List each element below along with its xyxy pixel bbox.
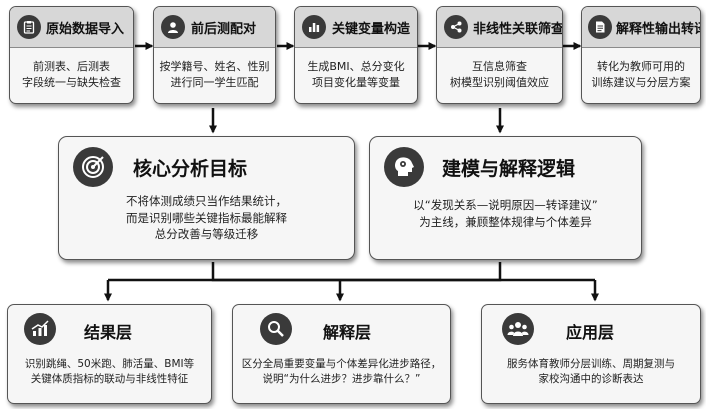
apply-layer-text: 服务体育教师分层训练、周期复测与家校沟通中的诊断表达 xyxy=(507,358,675,386)
apply-layer-box: 应用层 服务体育教师分层训练、周期复测与家校沟通中的诊断表达 xyxy=(481,304,701,404)
explain-layer-box: 解释层 区分全局重要变量与个体差异化进步路径，说明“为什么进步？进步靠什么？” xyxy=(232,304,451,404)
user-icon xyxy=(161,15,185,39)
share-nodes-icon xyxy=(444,15,468,39)
step-box-data-import: 原始数据导入 前测表、后测表字段统一与缺失检查 xyxy=(9,6,134,104)
step-title: 解释性输出转译 xyxy=(616,22,701,37)
document-icon xyxy=(588,15,612,39)
step-title: 原始数据导入 xyxy=(46,22,125,37)
step-box-nonlinear: 非线性关联筛查 互信息筛查树模型识别阈值效应 xyxy=(436,6,563,104)
result-layer-text: 识别跳绳、50米跑、肺活量、BMI等关键体质指标的联动与非线性特征 xyxy=(24,358,195,386)
apply-layer-title: 应用层 xyxy=(566,323,615,342)
step-text: 生成BMI、总分变化项目变化量等变量 xyxy=(307,60,405,89)
step-text: 转化为教师可用的训练建议与分层方案 xyxy=(591,60,691,89)
core-goal-text: 不将体测成绩只当作结果统计，而是识别哪些关键指标最能解释总分改善与等级迁移 xyxy=(126,194,287,242)
step-text: 前测表、后测表字段统一与缺失检查 xyxy=(22,60,121,89)
step-title: 前后测配对 xyxy=(191,22,257,37)
magnifier-icon xyxy=(260,313,292,345)
bar-chart-icon xyxy=(302,15,326,39)
step-title: 非线性关联筛查 xyxy=(473,22,563,37)
modeling-logic-box: 建模与解释逻辑 以“发现关系—说明原因—转译建议”为主线，兼顾整体规律与个体差异 xyxy=(369,136,642,260)
core-goal-title: 核心分析目标 xyxy=(133,158,248,180)
step-box-variables: 关键变量构造 生成BMI、总分变化项目变化量等变量 xyxy=(294,6,418,104)
result-layer-box: 结果层 识别跳绳、50米跑、肺活量、BMI等关键体质指标的联动与非线性特征 xyxy=(7,304,212,404)
step-title: 关键变量构造 xyxy=(332,22,411,37)
clipboard-icon xyxy=(17,15,41,39)
explain-layer-title: 解释层 xyxy=(323,323,372,342)
explain-layer-text: 区分全局重要变量与个体差异化进步路径，说明“为什么进步？进步靠什么？” xyxy=(241,358,442,386)
modeling-logic-title: 建模与解释逻辑 xyxy=(442,158,576,180)
step-text: 按学籍号、姓名、性别进行同一学生匹配 xyxy=(159,60,270,89)
result-layer-title: 结果层 xyxy=(84,323,133,342)
step-box-output: 解释性输出转译 转化为教师可用的训练建议与分层方案 xyxy=(581,6,701,104)
modeling-logic-text: 以“发现关系—说明原因—转译建议”为主线，兼顾整体规律与个体差异 xyxy=(413,198,598,229)
group-icon xyxy=(502,313,534,345)
brain-head-icon xyxy=(384,147,424,187)
core-goal-box: 核心分析目标 不将体测成绩只当作结果统计，而是识别哪些关键指标最能解释总分改善与… xyxy=(58,136,355,260)
trend-chart-icon xyxy=(24,313,56,345)
step-box-pairing: 前后测配对 按学籍号、姓名、性别进行同一学生匹配 xyxy=(153,6,276,104)
merge-line xyxy=(211,262,502,282)
step-text: 互信息筛查树模型识别阈值效应 xyxy=(450,60,549,89)
target-icon xyxy=(73,147,113,187)
